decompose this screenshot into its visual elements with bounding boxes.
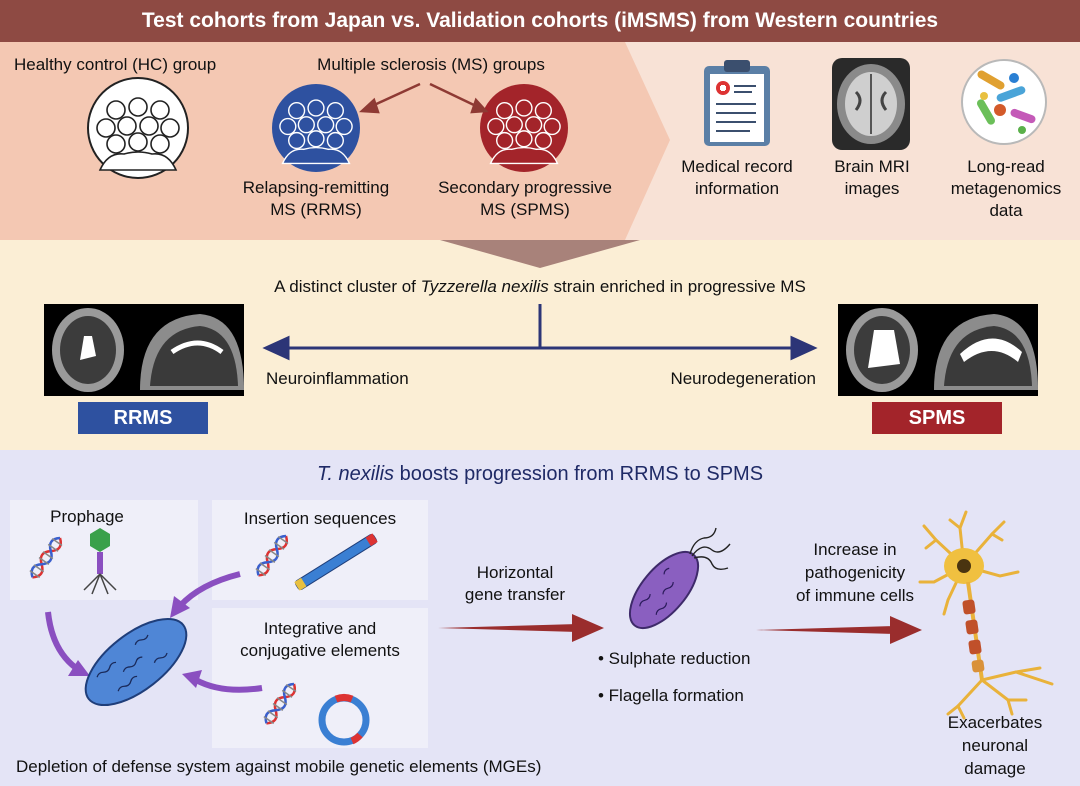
datasource-label-1a: Medical record xyxy=(681,157,793,176)
datasource-label-3c: data xyxy=(989,201,1023,220)
rrms-badge: RRMS xyxy=(78,402,208,434)
neurodegeneration-label: Neurodegeneration xyxy=(670,369,816,388)
rrms-crowd-icon xyxy=(272,84,360,172)
finding-species: Tyzzerella nexilis xyxy=(420,277,549,296)
hc-label: Healthy control (HC) group xyxy=(14,55,217,74)
rrms-label-line2: MS (RRMS) xyxy=(270,200,362,219)
down-arrow-shape xyxy=(440,240,640,268)
pathogenicity-arrow xyxy=(756,616,922,644)
brain-mri-icon xyxy=(832,58,910,150)
figure-title: Test cohorts from Japan vs. Validation c… xyxy=(141,9,939,32)
finding-suffix: strain enriched in progressive MS xyxy=(548,277,806,296)
datasource-label-2b: images xyxy=(844,179,900,198)
flagellated-bacterium-icon xyxy=(628,527,731,629)
clipboard-icon xyxy=(704,60,770,146)
bacterium-icon xyxy=(84,617,188,707)
pathogenicity-line1: Increase in xyxy=(813,540,897,559)
phage-icon xyxy=(83,528,117,595)
bullet-flagella: • Flagella formation xyxy=(598,686,744,705)
pathogenicity-line2: pathogenicity xyxy=(804,563,906,582)
spms-badge: SPMS xyxy=(872,402,1002,434)
insertion-panel xyxy=(212,500,428,600)
finding-statement: A distinct cluster of Tyzzerella nexilis… xyxy=(160,276,920,297)
purple-arrowheads xyxy=(68,596,202,688)
datasource-label-2a: Brain MRI xyxy=(834,157,910,176)
mechanism-title-species: T. nexilis xyxy=(316,463,395,485)
hgt-label-line1: Horizontal xyxy=(476,563,554,582)
spms-mri-scan xyxy=(838,304,1038,396)
ms-label: Multiple sclerosis (MS) groups xyxy=(317,55,545,74)
spms-label-line1: Secondary progressive xyxy=(438,178,612,197)
outcome-line2: neuronal xyxy=(961,736,1029,755)
outcome-line3: damage xyxy=(964,759,1026,778)
ice-label-line1: Integrative and xyxy=(263,619,377,638)
title-bar xyxy=(0,0,1080,42)
rrms-label-line1: Relapsing-remitting xyxy=(242,178,390,197)
rrms-mri-scan xyxy=(44,304,244,396)
spms-crowd-icon xyxy=(480,84,568,172)
ice-label-line2: conjugative elements xyxy=(240,641,400,660)
depletion-label: Depletion of defense system against mobi… xyxy=(16,757,542,776)
bullet-sulphate: • Sulphate reduction xyxy=(598,649,751,668)
hgt-label-line2: gene transfer xyxy=(464,585,566,604)
plasmid-ring-icon xyxy=(318,694,370,746)
insertion-element-icon xyxy=(294,533,378,591)
ice-dna-icon xyxy=(260,679,301,729)
insertion-dna-icon xyxy=(252,531,293,581)
finding-prefix: A distinct cluster of xyxy=(274,277,421,296)
hgt-arrow xyxy=(438,614,604,642)
outcome-line1: Exacerbates xyxy=(947,713,1043,732)
mechanism-title-rest: boosts progression from RRMS to SPMS xyxy=(394,463,764,485)
insertion-label: Insertion sequences xyxy=(243,509,397,528)
prophage-dna-icon xyxy=(26,533,67,583)
neuroinflammation-label: Neuroinflammation xyxy=(266,369,409,388)
neuron-icon xyxy=(918,510,1054,720)
spms-label-line2: MS (SPMS) xyxy=(480,200,570,219)
datasource-label-3a: Long-read xyxy=(967,157,1045,176)
purple-arrows xyxy=(45,571,263,693)
prophage-label: Prophage xyxy=(50,507,124,526)
datasource-label-3b: metagenomics xyxy=(950,179,1062,198)
hc-crowd-icon xyxy=(87,77,189,179)
ms-branch-arrows xyxy=(358,82,489,114)
microbiome-icon xyxy=(961,59,1047,145)
datasource-label-1b: information xyxy=(694,179,780,198)
pathogenicity-line3: of immune cells xyxy=(795,586,915,605)
mechanism-title: T. nexilis boosts progression from RRMS … xyxy=(160,462,920,486)
spectrum-arrow xyxy=(262,304,818,361)
